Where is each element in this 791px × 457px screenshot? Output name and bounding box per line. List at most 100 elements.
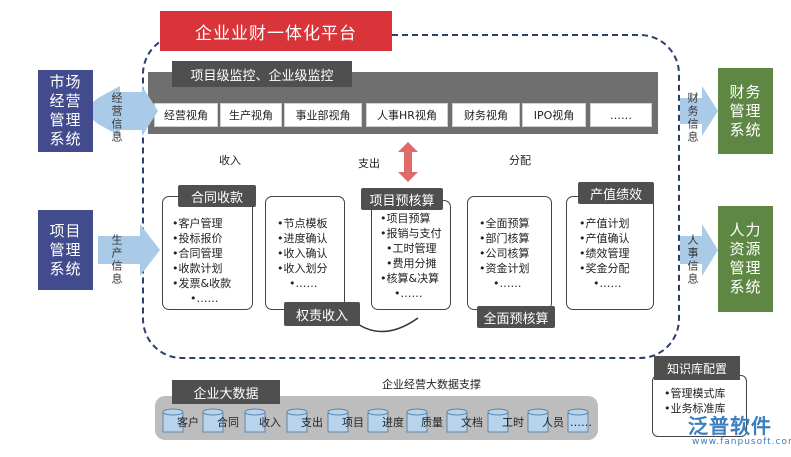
contract-item: •投标报价 bbox=[172, 232, 223, 245]
contract-item: •…… bbox=[190, 292, 219, 305]
responsibility-panel-title: 权责收入 bbox=[284, 302, 360, 326]
database-icon bbox=[327, 408, 349, 433]
project-budget-item: •工时管理 bbox=[386, 242, 437, 255]
view-ipo: IPO视角 bbox=[522, 103, 586, 127]
view-production: 生产视角 bbox=[220, 103, 282, 127]
bigdata-note: 企业经营大数据支撑 bbox=[382, 378, 481, 391]
responsibility-item: •收入确认 bbox=[277, 247, 328, 260]
performance-item: •产值确认 bbox=[579, 232, 630, 245]
full-budget-list: •全面预算 •部门核算 •公司核算 •资金计划 •…… bbox=[479, 216, 530, 291]
full-budget-item: •公司核算 bbox=[479, 247, 530, 260]
database-icon bbox=[487, 408, 509, 433]
project-budget-item: •项目预算 bbox=[380, 212, 431, 225]
right-bottom-arrow bbox=[680, 224, 718, 276]
contract-item: •发票&收款 bbox=[172, 277, 232, 290]
full-budget-panel bbox=[467, 196, 552, 310]
view-hr: 人事HR视角 bbox=[366, 103, 448, 127]
red-double-arrow bbox=[398, 142, 418, 182]
performance-item: •…… bbox=[593, 277, 622, 290]
flow-business-info: 经营信息 bbox=[110, 92, 123, 144]
view-finance: 财务视角 bbox=[452, 103, 520, 127]
responsibility-list: •节点模板 •进度确认 •收入确认 •收入划分 •…… bbox=[277, 216, 328, 291]
label-income: 收入 bbox=[219, 154, 241, 167]
hr-system: 人力资源管理系统 bbox=[718, 206, 773, 312]
project-budget-item: •报销与支付 bbox=[380, 227, 442, 240]
performance-panel-title: 产值绩效 bbox=[578, 182, 654, 204]
contract-item: •收款计划 bbox=[172, 262, 223, 275]
watermark-brand: 泛普软件 bbox=[688, 414, 772, 438]
contract-panel bbox=[162, 196, 253, 310]
bigdata-item-project: 项目 bbox=[342, 416, 364, 429]
view-more: …… bbox=[590, 103, 652, 127]
bigdata-item-progress: 进度 bbox=[382, 416, 404, 429]
full-budget-item: •全面预算 bbox=[479, 217, 530, 230]
platform-title: 企业业财一体化平台 bbox=[160, 11, 392, 51]
bigdata-item-document: 文档 bbox=[461, 416, 483, 429]
database-icon bbox=[286, 408, 308, 433]
watermark-url: www.fanpusoft.com bbox=[692, 437, 791, 447]
bigdata-item-quality: 质量 bbox=[421, 416, 443, 429]
knowledge-title: 知识库配置 bbox=[654, 356, 740, 380]
database-icon bbox=[527, 408, 549, 433]
performance-item: •绩效管理 bbox=[579, 247, 630, 260]
project-budget-panel-title: 项目预核算 bbox=[361, 188, 443, 210]
finance-system: 财务管理系统 bbox=[718, 68, 773, 154]
database-icon bbox=[367, 408, 389, 433]
performance-list: •产值计划 •产值确认 •绩效管理 •奖金分配 •…… bbox=[579, 216, 630, 291]
database-icon bbox=[567, 408, 589, 433]
responsibility-item: •…… bbox=[289, 277, 318, 290]
left-bottom-arrow bbox=[98, 224, 160, 276]
database-icon bbox=[406, 408, 428, 433]
responsibility-item: •节点模板 bbox=[277, 217, 328, 230]
bigdata-item-personnel: 人员 bbox=[542, 416, 564, 429]
contract-item: •客户管理 bbox=[172, 217, 223, 230]
label-distribution: 分配 bbox=[509, 154, 531, 167]
bigdata-item-customer: 客户 bbox=[177, 416, 199, 429]
knowledge-item: •业务标准库 bbox=[664, 402, 726, 415]
responsibility-item: •进度确认 bbox=[277, 232, 328, 245]
database-icon bbox=[446, 408, 468, 433]
flow-hr-info: 人事信息 bbox=[686, 234, 699, 286]
bigdata-item-workhours: 工时 bbox=[502, 416, 524, 429]
database-icon bbox=[162, 408, 184, 433]
bigdata-title: 企业大数据 bbox=[172, 380, 280, 404]
monitor-title: 项目级监控、企业级监控 bbox=[172, 61, 352, 87]
bigdata-item-expense: 支出 bbox=[301, 416, 323, 429]
project-budget-list: •项目预算 •报销与支付 •工时管理 •费用分摊 •核算&决算 •…… bbox=[380, 211, 442, 301]
knowledge-list: •管理模式库 •业务标准库 bbox=[664, 386, 726, 416]
project-budget-item: •…… bbox=[394, 287, 423, 300]
flow-finance-info: 财务信息 bbox=[686, 92, 699, 144]
contract-list: •客户管理 •投标报价 •合同管理 •收款计划 •发票&收款 •…… bbox=[172, 216, 231, 306]
platform-boundary bbox=[142, 34, 680, 359]
database-icon bbox=[244, 408, 266, 433]
knowledge-item: •管理模式库 bbox=[664, 387, 726, 400]
database-icon bbox=[202, 408, 224, 433]
full-budget-item: •…… bbox=[493, 277, 522, 290]
flow-production-info: 生产信息 bbox=[110, 234, 123, 286]
knowledge-panel bbox=[652, 375, 747, 437]
full-budget-item: •部门核算 bbox=[479, 232, 530, 245]
project-budget-panel bbox=[371, 200, 451, 310]
bigdata-item-income: 收入 bbox=[259, 416, 281, 429]
left-top-arrow-head bbox=[142, 86, 158, 136]
responsibility-panel bbox=[265, 196, 345, 310]
project-budget-item: •费用分摊 bbox=[386, 257, 437, 270]
left-top-arrow bbox=[98, 86, 142, 136]
right-top-arrow bbox=[680, 86, 718, 136]
full-budget-item: •资金计划 bbox=[479, 262, 530, 275]
performance-item: •产值计划 bbox=[579, 217, 630, 230]
contract-panel-title: 合同收款 bbox=[178, 185, 256, 207]
label-expense: 支出 bbox=[358, 157, 380, 170]
performance-item: •奖金分配 bbox=[579, 262, 630, 275]
bigdata-item-more: …… bbox=[570, 415, 592, 429]
view-division: 事业部视角 bbox=[284, 103, 362, 127]
responsibility-item: •收入划分 bbox=[277, 262, 328, 275]
bigdata-item-contract: 合同 bbox=[217, 416, 239, 429]
full-budget-panel-title: 全面预核算 bbox=[477, 306, 555, 328]
market-system: 市场经营管理系统 bbox=[38, 70, 93, 152]
view-business: 经营视角 bbox=[154, 103, 218, 127]
project-system: 项目管理系统 bbox=[38, 210, 93, 290]
contract-item: •合同管理 bbox=[172, 247, 223, 260]
